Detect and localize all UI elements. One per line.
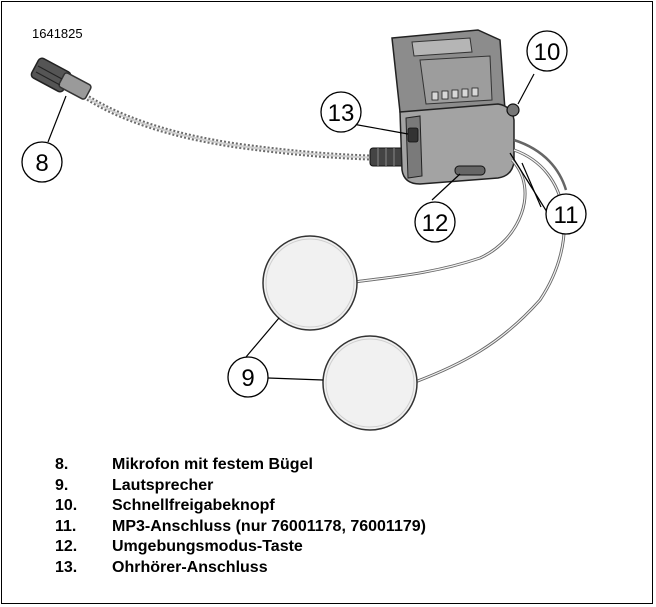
legend-number: 13.: [55, 558, 78, 576]
microphone-icon: [30, 57, 92, 100]
svg-text:13: 13: [328, 100, 355, 127]
legend-item: 12. Umgebungsmodus-Taste: [55, 537, 426, 558]
speaker-1-icon: [262, 235, 358, 331]
callout-11: 11: [545, 193, 587, 235]
legend-number: 9.: [55, 476, 69, 494]
helmet-clamp: [391, 29, 506, 119]
legend-list: 8. Mikrofon mit festem Bügel 9. Lautspre…: [55, 455, 426, 578]
intercom-unit: [399, 103, 520, 185]
legend-item: 11. MP3-Anschluss (nur 76001178, 7600117…: [55, 517, 426, 538]
callout-13: 13: [320, 91, 362, 133]
legend-number: 12.: [55, 538, 78, 555]
speaker-2-icon: [322, 335, 418, 431]
figure-id: 1641825: [32, 26, 83, 41]
svg-text:12: 12: [422, 210, 449, 237]
legend-text: Schnellfreigabeknopf: [112, 497, 275, 514]
legend-text: Mikrofon mit festem Bügel: [112, 456, 313, 473]
legend-text: Lautsprecher: [112, 476, 214, 494]
legend-number: 10.: [55, 497, 78, 514]
legend-number: 8.: [55, 456, 69, 473]
legend-text: MP3-Anschluss (nur 76001178, 76001179): [112, 517, 426, 535]
svg-text:10: 10: [534, 39, 561, 66]
callout-10: 10: [526, 30, 568, 72]
callout-9: 9: [227, 356, 269, 398]
legend-text: Umgebungsmodus-Taste: [112, 538, 303, 555]
svg-text:11: 11: [554, 202, 579, 229]
callout-8: 8: [21, 141, 63, 183]
svg-text:8: 8: [35, 150, 48, 177]
legend-text: Ohrhörer-Anschluss: [112, 558, 268, 576]
legend-number: 11.: [55, 517, 77, 535]
legend-item: 13. Ohrhörer-Anschluss: [55, 558, 426, 579]
speaker-cable-2: [414, 148, 566, 384]
callout-12: 12: [414, 201, 456, 243]
legend-item: 9. Lautsprecher: [55, 476, 426, 497]
headset-illustration: 8 13 10 11 12 9: [21, 29, 587, 431]
legend-item: 10. Schnellfreigabeknopf: [55, 496, 426, 517]
mp3-cable: [513, 138, 568, 191]
legend-item: 8. Mikrofon mit festem Bügel: [55, 455, 426, 476]
svg-text:9: 9: [241, 365, 254, 392]
